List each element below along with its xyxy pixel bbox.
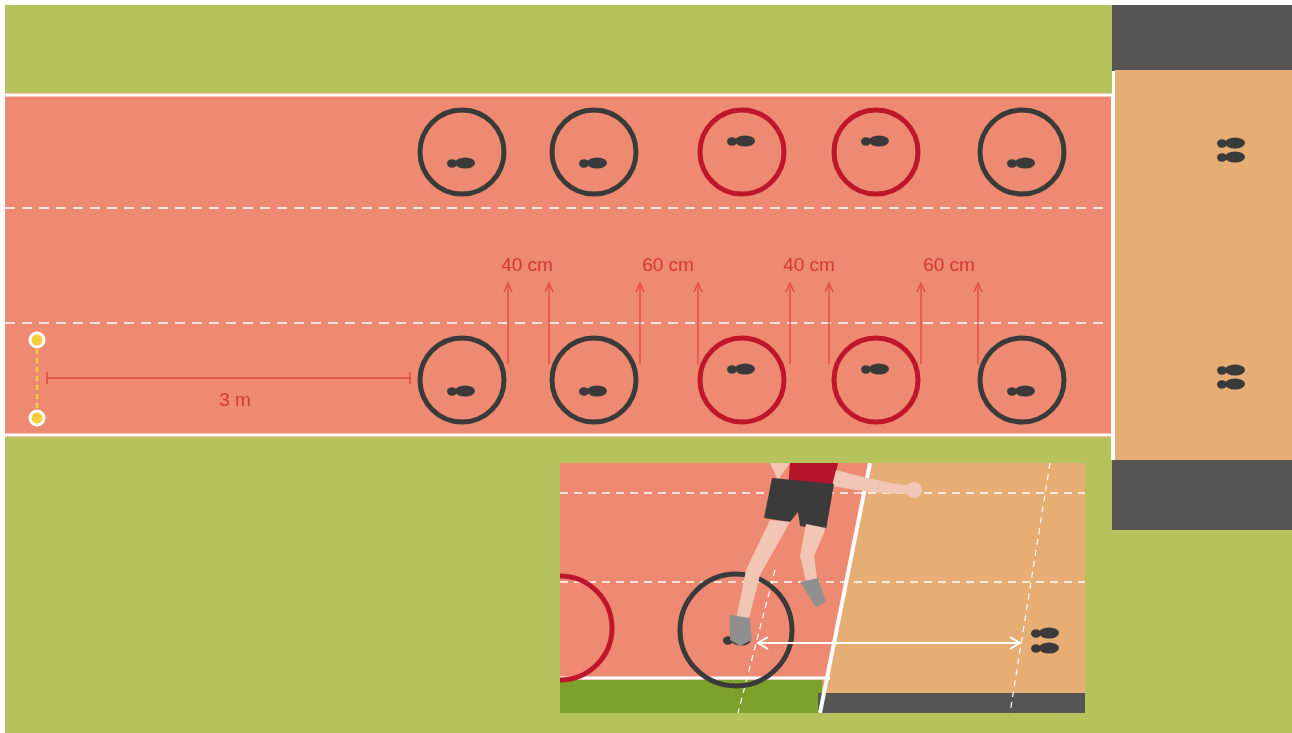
footprint xyxy=(1217,379,1245,390)
grass xyxy=(560,680,822,713)
arrowhead xyxy=(545,283,553,292)
dashed-line xyxy=(5,322,1110,324)
start-marker xyxy=(30,411,44,425)
spacing-arrow xyxy=(828,286,829,364)
spacing-label: 60 cm xyxy=(642,254,694,276)
takeoff-inset xyxy=(508,463,1085,713)
spacing-arrow xyxy=(697,286,698,364)
dashed-line xyxy=(5,207,1110,209)
distance-label: 3 m xyxy=(219,389,251,411)
step-ring xyxy=(552,110,636,194)
footprint xyxy=(447,386,475,397)
footprint xyxy=(727,136,755,147)
pit-edge xyxy=(1112,5,1292,71)
spacing-arrow xyxy=(639,286,640,364)
grass xyxy=(1112,530,1292,733)
arrowhead xyxy=(917,283,925,292)
footprint xyxy=(1217,365,1245,376)
footprint xyxy=(1031,643,1059,654)
arrowhead xyxy=(974,283,982,292)
dimension-tick xyxy=(46,372,48,384)
spacing-arrow xyxy=(548,286,549,364)
step-ring xyxy=(980,338,1064,422)
footprint xyxy=(1007,158,1035,169)
arrowhead xyxy=(504,283,512,292)
grass xyxy=(5,437,1112,733)
lane-line xyxy=(5,94,1113,97)
start-marker xyxy=(30,333,44,347)
runway xyxy=(5,93,1115,437)
spacing-arrow xyxy=(977,286,978,364)
step-ring xyxy=(980,110,1064,194)
step-ring xyxy=(834,110,918,194)
dimension-line xyxy=(47,377,410,379)
takeoff-line xyxy=(1111,93,1115,460)
spacing-arrow xyxy=(789,286,790,364)
dimension-tick xyxy=(409,372,411,384)
spacing-arrow xyxy=(507,286,508,364)
sand-pit xyxy=(818,463,1085,713)
step-ring xyxy=(700,110,784,194)
grass xyxy=(5,5,1112,95)
footprint xyxy=(1031,628,1059,639)
lane-line xyxy=(5,434,1113,437)
footprint xyxy=(579,386,607,397)
step-ring xyxy=(560,576,612,680)
footprint xyxy=(447,158,475,169)
footprint xyxy=(1217,152,1245,163)
arrowhead xyxy=(694,283,702,292)
spacing-label: 40 cm xyxy=(783,254,835,276)
distance-arrow xyxy=(760,642,1018,644)
step-ring xyxy=(700,338,784,422)
pit-edge xyxy=(1112,458,1292,530)
start-line xyxy=(36,340,39,418)
footprint xyxy=(1217,138,1245,149)
runner xyxy=(730,463,922,646)
arrowhead xyxy=(758,637,1020,649)
spacing-label: 40 cm xyxy=(501,254,553,276)
step-ring xyxy=(420,110,504,194)
arrowhead xyxy=(825,283,833,292)
step-ring xyxy=(552,338,636,422)
sand-pit xyxy=(1115,70,1292,460)
spacing-arrow xyxy=(920,286,921,364)
arrowhead xyxy=(786,283,794,292)
step-ring xyxy=(420,338,504,422)
arrowhead xyxy=(636,283,644,292)
step-ring xyxy=(680,574,792,686)
footprint xyxy=(861,136,889,147)
footprint xyxy=(727,364,755,375)
step-ring xyxy=(834,338,918,422)
footprint xyxy=(861,364,889,375)
footprint xyxy=(579,158,607,169)
footprint xyxy=(1007,386,1035,397)
spacing-label: 60 cm xyxy=(923,254,975,276)
pit-edge xyxy=(818,693,1085,713)
